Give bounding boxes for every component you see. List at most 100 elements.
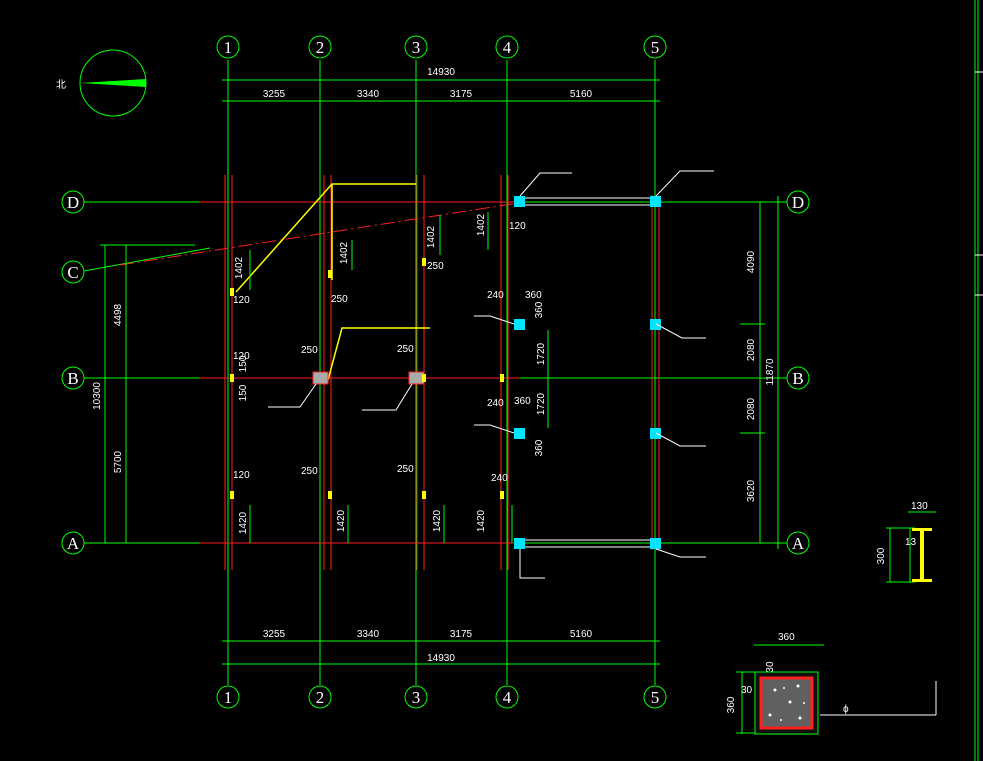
axis-label-D: D: [792, 193, 804, 212]
right-total-dim: 11870: [765, 358, 776, 386]
bottom-span-dim: 3255: [263, 629, 286, 640]
right-dim: 3620: [746, 479, 757, 502]
beam-dim: 250: [397, 344, 414, 355]
beam-dim: 250: [397, 464, 414, 475]
col-section-height: 360: [726, 696, 737, 713]
beam-dim: 1720: [536, 392, 547, 415]
beam-dim: 120: [233, 295, 250, 306]
axis-label-2: 2: [316, 38, 325, 57]
left-dimensions: 10300 4498 5700: [92, 244, 195, 543]
top-dimensions: 14930 3255 3340 3175 5160: [222, 67, 660, 102]
column-cyan: [650, 319, 661, 330]
axis-label-1: 1: [224, 688, 233, 707]
top-span-dim: 3255: [263, 89, 286, 100]
beam-dim: 1402: [339, 241, 350, 264]
beam-dim: 240: [491, 473, 508, 484]
beam-dim: 240: [487, 290, 504, 301]
beam-dim: 1420: [238, 511, 249, 534]
north-arrow: 北: [56, 49, 147, 117]
col-section-cover-left: 30: [741, 685, 753, 696]
beam-dim: 1420: [476, 509, 487, 532]
columns: [312, 196, 661, 549]
bottom-dimensions: 3255 3340 3175 5160 14930: [222, 629, 660, 665]
axis-label-C: C: [67, 263, 78, 282]
column-cyan: [514, 428, 525, 439]
local-dim-lines: [249, 212, 549, 543]
bottom-total-dim: 14930: [427, 653, 455, 664]
right-dim: 4090: [746, 250, 757, 273]
i-section-width: 130: [911, 501, 928, 512]
beam-dim: 120: [233, 470, 250, 481]
beam-dim: 250: [301, 466, 318, 477]
axis-label-D: D: [67, 193, 79, 212]
column-cyan: [514, 319, 525, 330]
left-upper-dim: 4498: [113, 303, 124, 326]
col-section-phi: ϕ: [843, 704, 849, 715]
axis-label-2: 2: [316, 688, 325, 707]
column-cyan: [650, 538, 661, 549]
right-dim: 2080: [746, 397, 757, 420]
steel-lines: [235, 183, 430, 381]
right-dimensions: 4090 2080 2080 3620 11870: [740, 196, 779, 549]
bottom-span-dim: 3340: [357, 629, 380, 640]
top-total-dim: 14930: [427, 67, 455, 78]
north-label: 北: [56, 79, 66, 91]
column-hatched: [312, 371, 329, 385]
axis-label-A: A: [792, 534, 805, 553]
col-section-width: 360: [778, 632, 795, 643]
beam-dimension-labels: 1402 1402 1402 1402 120 120 120 120 250 …: [233, 213, 547, 534]
axis-bubbles-right: D B A: [786, 190, 810, 555]
bottom-span-dim: 5160: [570, 629, 593, 640]
i-section-thickness: 13: [905, 537, 917, 548]
beam-dim: 150: [238, 355, 249, 372]
axis-label-5: 5: [651, 38, 660, 57]
beam-dim: 250: [427, 261, 444, 272]
axis-label-3: 3: [412, 688, 421, 707]
left-total-dim: 10300: [92, 382, 103, 410]
beam-dim: 1420: [432, 509, 443, 532]
beam-dim: 1402: [234, 256, 245, 279]
beam-dim: 360: [534, 439, 545, 456]
column-section: 360 360 30 30 ϕ: [726, 632, 937, 735]
beam-lines: [119, 175, 660, 570]
steel-markers: [230, 258, 504, 499]
left-lower-dim: 5700: [113, 450, 124, 473]
right-dim: 2080: [746, 338, 757, 361]
beam-dim: 1420: [336, 509, 347, 532]
i-section-height: 300: [876, 547, 887, 564]
top-span-dim: 3175: [450, 89, 473, 100]
beam-dim: 1402: [476, 213, 487, 236]
axis-label-4: 4: [503, 38, 512, 57]
grid-lines: [83, 60, 787, 685]
i-beam-section: 130 13 300: [876, 501, 936, 583]
axis-bubbles-left: D C B A: [61, 190, 85, 555]
axis-label-1: 1: [224, 38, 233, 57]
beam-dim: 1402: [426, 225, 437, 248]
beam-dim: 150: [238, 384, 249, 401]
col-section-cover-top: 30: [765, 661, 776, 673]
axis-label-B: B: [67, 369, 78, 388]
column-cyan: [514, 196, 525, 207]
beam-dim: 360: [525, 290, 542, 301]
axis-label-3: 3: [412, 38, 421, 57]
beam-dim: 360: [534, 301, 545, 318]
column-hatched: [408, 371, 425, 385]
axis-label-5: 5: [651, 688, 660, 707]
leader-lines: [268, 170, 714, 579]
column-cyan: [650, 196, 661, 207]
beam-dim: 250: [331, 294, 348, 305]
top-span-dim: 3340: [357, 89, 380, 100]
beam-dim: 120: [509, 221, 526, 232]
beam-dim: 1720: [536, 342, 547, 365]
axis-label-4: 4: [503, 688, 512, 707]
axis-label-A: A: [67, 534, 80, 553]
beam-dim: 360: [514, 396, 531, 407]
beam-dim: 120: [233, 351, 250, 362]
beam-dim: 240: [487, 398, 504, 409]
column-cyan: [514, 538, 525, 549]
axis-bubbles-bottom: 1 2 3 4 5: [216, 685, 667, 709]
column-cyan: [650, 428, 661, 439]
bottom-span-dim: 3175: [450, 629, 473, 640]
axis-label-B: B: [792, 369, 803, 388]
